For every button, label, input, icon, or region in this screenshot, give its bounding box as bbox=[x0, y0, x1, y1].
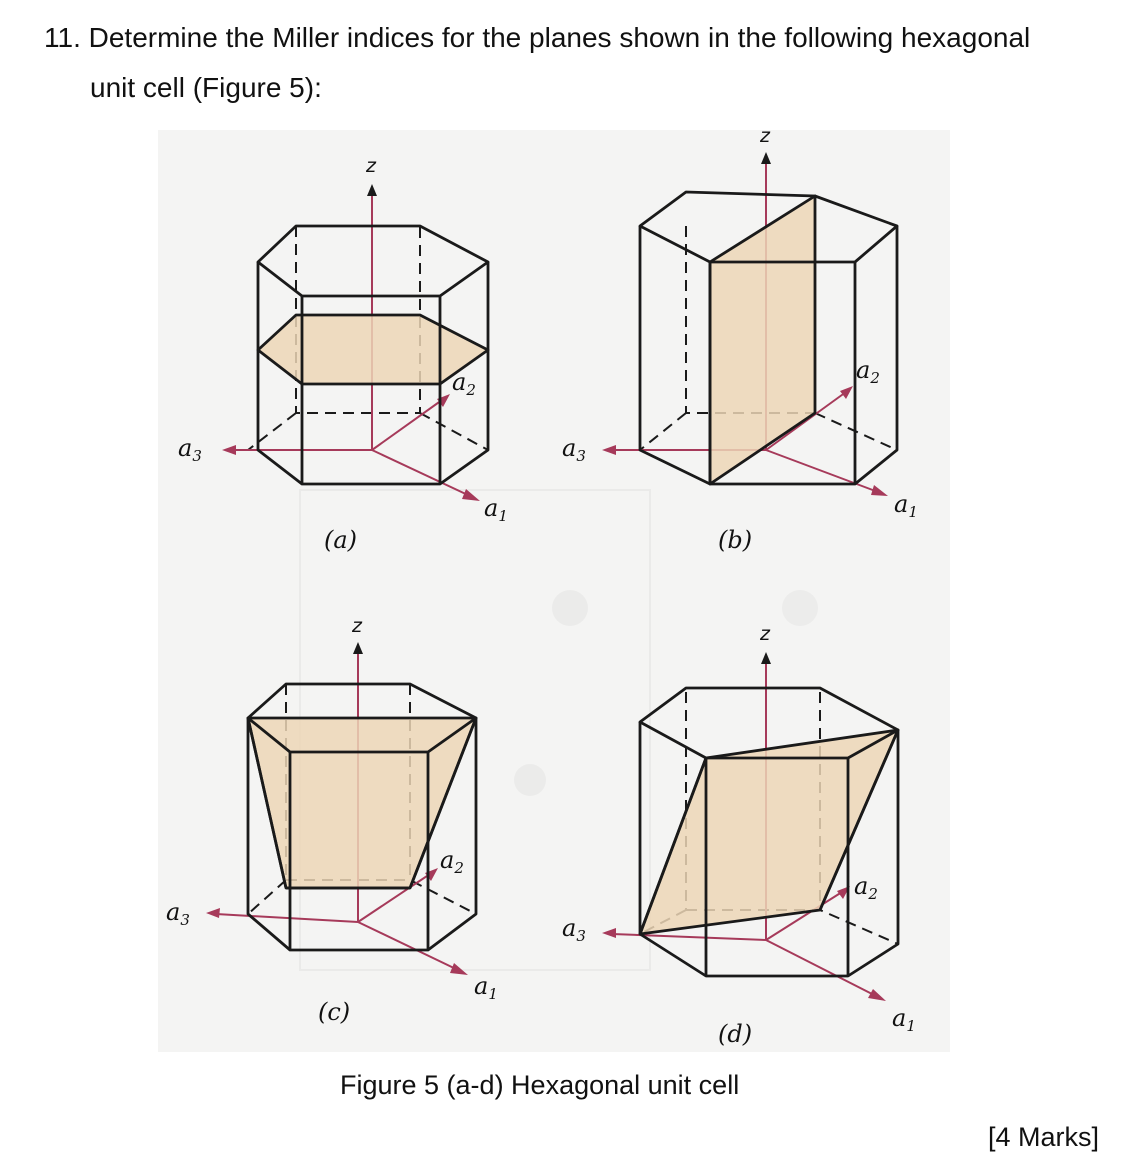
marks-allocation: [4 Marks] bbox=[988, 1122, 1100, 1152]
panel-a: z a3 a1 a2 (a) bbox=[178, 155, 508, 554]
panel-b-z-label: z bbox=[759, 130, 771, 147]
panel-c-label: (c) bbox=[318, 998, 350, 1026]
figure-drawing: z a3 a1 a2 (a) z a3 a1 bbox=[166, 130, 918, 1048]
panel-d-z-label: z bbox=[759, 623, 771, 645]
panel-b-a2-label: a2 bbox=[856, 356, 880, 387]
panel-a-a1-label: a1 bbox=[484, 494, 508, 525]
hexagonal-unit-cell-figure: z a3 a1 a2 (a) z a3 a1 bbox=[158, 130, 950, 1052]
panel-d-label: (d) bbox=[718, 1020, 752, 1048]
panel-b-a1-label: a1 bbox=[894, 490, 918, 521]
panel-c-a1-label: a1 bbox=[474, 972, 498, 1003]
panel-c: z a3 a1 a2 (c) bbox=[166, 615, 498, 1026]
panel-d-a1-label: a1 bbox=[892, 1004, 916, 1035]
panel-b-a3-label: a3 bbox=[562, 434, 586, 465]
panel-c-a2-label: a2 bbox=[440, 846, 464, 877]
panel-c-z-label: z bbox=[351, 615, 363, 637]
bleed-through-text bbox=[299, 489, 818, 971]
panel-a-z-label: z bbox=[365, 155, 377, 177]
panel-b: z a3 a1 a2 (b) bbox=[562, 130, 918, 554]
panel-b-label: (b) bbox=[718, 526, 752, 554]
question-text-line-1: 11. Determine the Miller indices for the… bbox=[44, 22, 1031, 53]
panel-d-a2-label: a2 bbox=[854, 872, 878, 903]
question-text-line-2: unit cell (Figure 5): bbox=[90, 72, 322, 103]
panel-d-a3-label: a3 bbox=[562, 914, 586, 945]
panel-c-a3-label: a3 bbox=[166, 898, 190, 929]
panel-a-a2-label: a2 bbox=[452, 368, 476, 399]
figure-caption: Figure 5 (a-d) Hexagonal unit cell bbox=[340, 1070, 740, 1100]
panel-d: z a3 a1 a2 (d) bbox=[562, 623, 916, 1048]
panel-a-label: (a) bbox=[324, 526, 357, 554]
panel-a-a3-label: a3 bbox=[178, 434, 202, 465]
